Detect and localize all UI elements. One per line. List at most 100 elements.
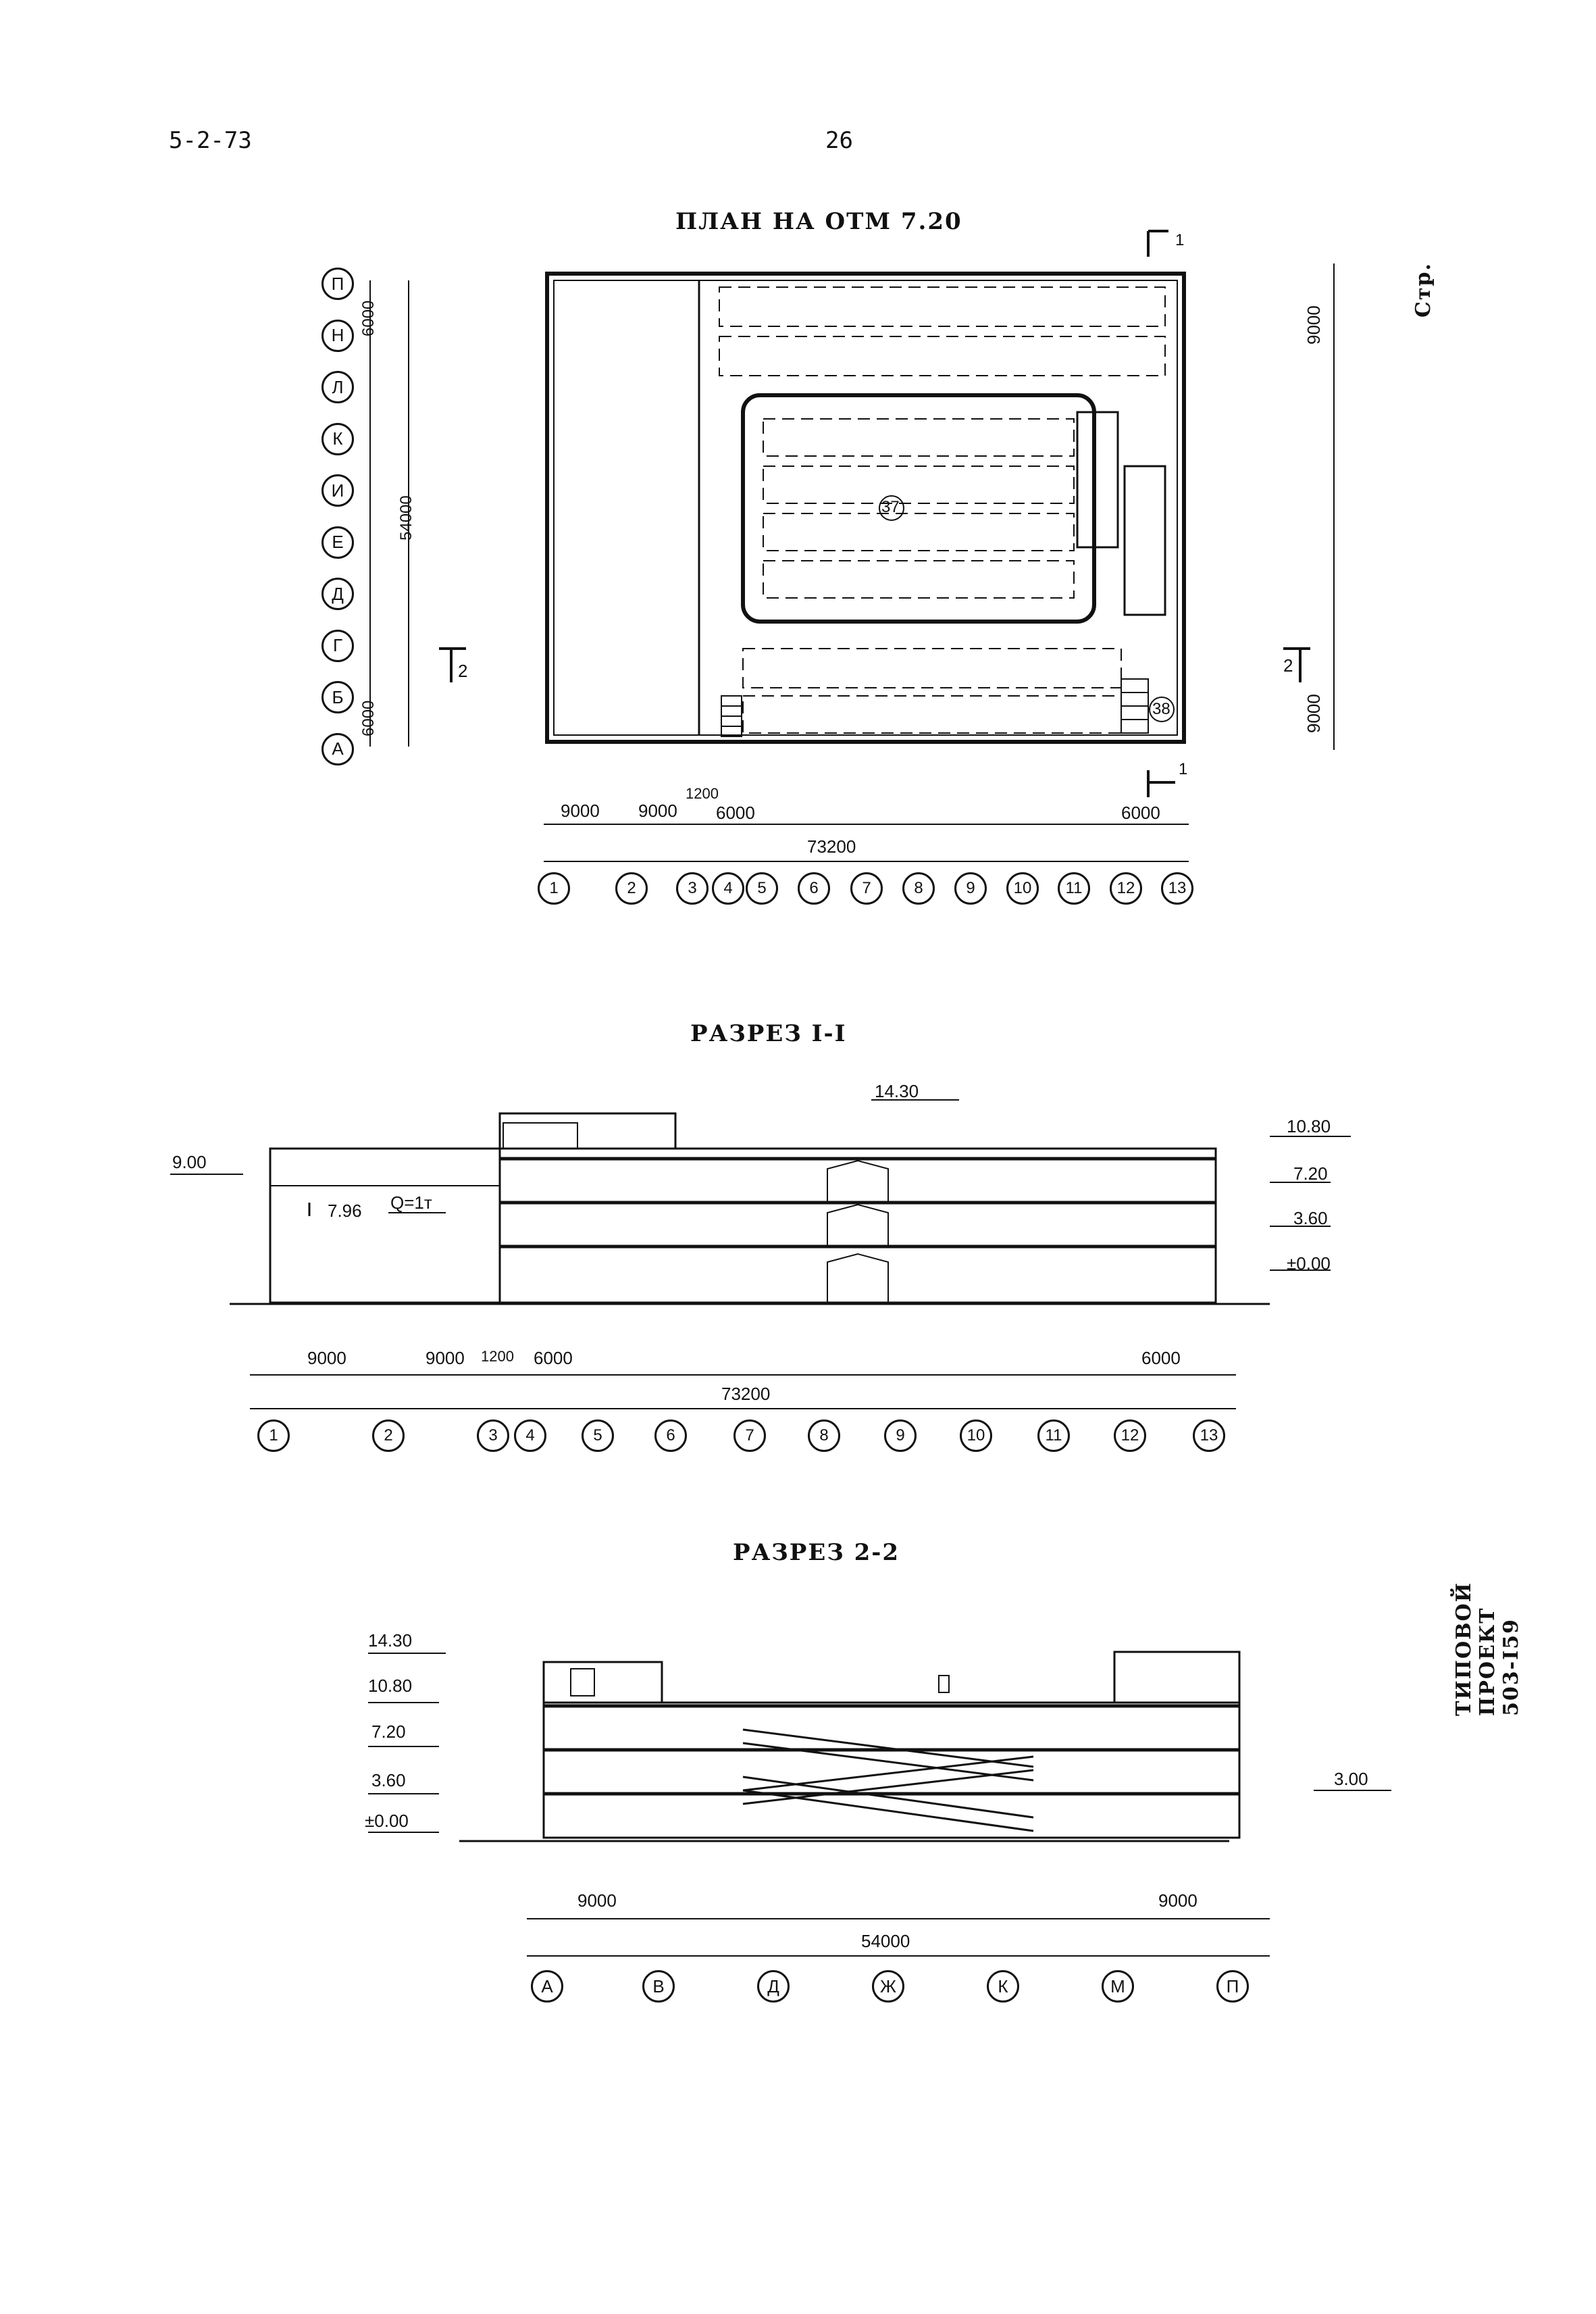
plan-col-axis: 8 (902, 872, 935, 905)
section1-col-axis: 2 (372, 1419, 405, 1452)
section2-dim-last: 9000 (1158, 1890, 1198, 1911)
section1-col-axis: 12 (1114, 1419, 1146, 1452)
plan-callout-stair: 38 (1152, 700, 1170, 718)
section2-row-axis: М (1102, 1970, 1134, 2003)
plan-dim-last: 6000 (1121, 803, 1160, 823)
section2-ramps (742, 1728, 1034, 1832)
section1-dim-4: 6000 (534, 1348, 573, 1368)
section1-level-900: 9.00 (172, 1152, 207, 1172)
plan-dim-4: 6000 (716, 803, 755, 823)
plan-parking-bays (719, 286, 1166, 734)
plan-col-axis: 4 (712, 872, 744, 905)
plan-section-mark-2-label: 2 (458, 661, 468, 681)
section1-col-axis: 13 (1193, 1419, 1225, 1452)
section2-row-axis: А (531, 1970, 563, 2003)
section2-level-1080: 10.80 (368, 1676, 413, 1696)
section1-col-axis: 1 (257, 1419, 290, 1452)
plan-row-axis: Г (321, 629, 354, 662)
plan-section-mark-1-bottom (1147, 770, 1175, 797)
section2-level-leaders (368, 1653, 1391, 1833)
plan-col-axis: 3 (676, 872, 709, 905)
document-code: 5-2-73 (169, 127, 252, 154)
section1-level-1080: 10.80 (1287, 1116, 1331, 1136)
section1-crane-capacity: Q=1т (390, 1192, 432, 1213)
plan-dim-3: 1200 (686, 785, 719, 802)
plan-callout-ramp-circle (879, 495, 904, 521)
plan-dim-1: 9000 (561, 801, 600, 821)
section1-col-axis: 4 (514, 1419, 546, 1452)
plan-section-mark-1-label-bottom: 1 (1179, 760, 1188, 778)
plan-outer-wall (545, 272, 1186, 744)
section2-level-720: 7.20 (371, 1721, 406, 1742)
section1-col-axis: 9 (884, 1419, 917, 1452)
plan-col-axis: 6 (798, 872, 830, 905)
plan-row-axis: Б (321, 681, 354, 713)
section1-col-axis: 8 (808, 1419, 840, 1452)
plan-row-axis: П (321, 268, 354, 300)
section2-main-block (542, 1701, 1241, 1839)
section1-level-360: 3.60 (1293, 1208, 1328, 1228)
section2-dim-first: 9000 (577, 1890, 617, 1911)
plan-row-axis: Д (321, 578, 354, 610)
plan-dim-total: 73200 (807, 836, 856, 857)
plan-section-mark-2-label-right: 2 (1283, 655, 1293, 676)
section1-dim-2: 9000 (426, 1348, 465, 1368)
plan-ramp (1076, 411, 1119, 549)
plan-col-axis: 12 (1110, 872, 1142, 905)
plan-col-axis: 9 (954, 872, 987, 905)
plan-row-axis: И (321, 474, 354, 507)
section2-level-360: 3.60 (371, 1770, 406, 1790)
section2-row-axis: Ж (872, 1970, 904, 2003)
section1-dim-last: 6000 (1141, 1348, 1181, 1368)
page-number: 26 (825, 127, 853, 154)
plan-section-mark-2-left (439, 647, 466, 682)
plan-section-mark-2-right (1283, 647, 1310, 682)
section2-dim-total: 54000 (861, 1931, 910, 1951)
plan-section-mark-1-top (1147, 230, 1168, 257)
plan-col-axis: 13 (1161, 872, 1193, 905)
plan-callout-stair-circle (1149, 697, 1175, 722)
plan-col-axis: 5 (746, 872, 778, 905)
section2-row-axis: В (642, 1970, 675, 2003)
section1-col-axis: 11 (1037, 1419, 1070, 1452)
plan-inner-wall (553, 280, 1178, 736)
plan-col-axis: 11 (1058, 872, 1090, 905)
section1-col-axis: 5 (582, 1419, 614, 1452)
section1-rooftop-structure (498, 1112, 677, 1150)
section1-main-block (498, 1147, 1217, 1304)
section2-roof-block-left (542, 1661, 663, 1704)
plan-row-axis: Л (321, 371, 354, 403)
plan-ramp-loop (741, 393, 1096, 624)
section1-ramp-frames (827, 1159, 889, 1303)
section2-level-1430: 14.30 (368, 1630, 413, 1651)
section2-roof-block-right (1113, 1651, 1241, 1704)
section1-col-axis: 10 (960, 1419, 992, 1452)
plan-col-axis: 2 (615, 872, 648, 905)
plan-col-axis: 10 (1006, 872, 1039, 905)
plan-stair (721, 678, 1149, 737)
section1-level-720: 7.20 (1293, 1163, 1328, 1184)
plan-title: ПЛАН НА ОТМ 7.20 (675, 208, 962, 235)
plan-row-axis: К (321, 422, 354, 455)
plan-col-axis: 7 (850, 872, 883, 905)
plan-row-axis: А (321, 732, 354, 765)
section2-title: РАЗРЕЗ 2-2 (733, 1539, 900, 1566)
plan-row-axis: Н (321, 319, 354, 352)
plan-col-axis: 1 (538, 872, 570, 905)
section1-dim-total: 73200 (721, 1384, 771, 1404)
section1-col-axis: 3 (477, 1419, 509, 1452)
section1-level-leaders (170, 1099, 1351, 1271)
plan-ramp-2 (1123, 465, 1166, 616)
section2-level-000: ±0.00 (365, 1811, 409, 1831)
section2-level-300: 3.00 (1334, 1769, 1368, 1789)
section1-col-axis: 6 (654, 1419, 687, 1452)
section1-col-axis: 7 (733, 1419, 766, 1452)
section2-row-axis: П (1216, 1970, 1249, 2003)
section2-row-axis: Д (757, 1970, 790, 2003)
section1-level-1430: 14.30 (875, 1081, 919, 1101)
plan-callout-ramp: 37 (881, 498, 900, 516)
section1-level-000: ±0.00 (1287, 1253, 1331, 1274)
